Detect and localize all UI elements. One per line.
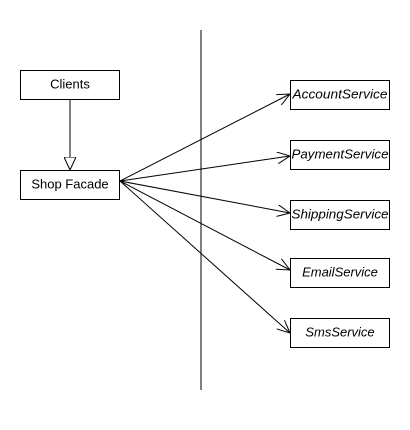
clients-label: Clients [50, 76, 90, 91]
shop-facade-label: Shop Facade [31, 176, 108, 191]
email-service-box [290, 258, 390, 288]
shipping-service-label: ShippingService [292, 206, 389, 221]
payment-service-label: PaymentService [292, 146, 389, 161]
shop-facade-box [20, 170, 120, 200]
facade-to-email-edge [119, 180, 290, 270]
facade-to-sms-edge [119, 180, 290, 333]
facade-to-account-edge [119, 94, 290, 182]
sms-service-node[interactable]: SmsService [290, 318, 390, 348]
facade-to-shipping-edge [119, 180, 290, 213]
shop-facade-node[interactable]: Shop Facade [20, 170, 120, 200]
shipping-service-box [290, 200, 390, 230]
facade-to-payment-edge [119, 156, 290, 182]
account-service-box [290, 80, 390, 110]
clients-box [20, 70, 120, 100]
payment-service-node[interactable]: PaymentService [290, 140, 390, 170]
email-service-node[interactable]: EmailService [290, 258, 390, 288]
shipping-service-node[interactable]: ShippingService [290, 200, 390, 230]
sms-service-label: SmsService [305, 324, 374, 339]
email-service-label: EmailService [302, 264, 378, 279]
account-service-label: AccountService [291, 86, 387, 101]
sms-service-box [290, 318, 390, 348]
payment-service-box [290, 140, 390, 170]
clients-node[interactable]: Clients [20, 70, 120, 100]
account-service-node[interactable]: AccountService [290, 80, 390, 110]
